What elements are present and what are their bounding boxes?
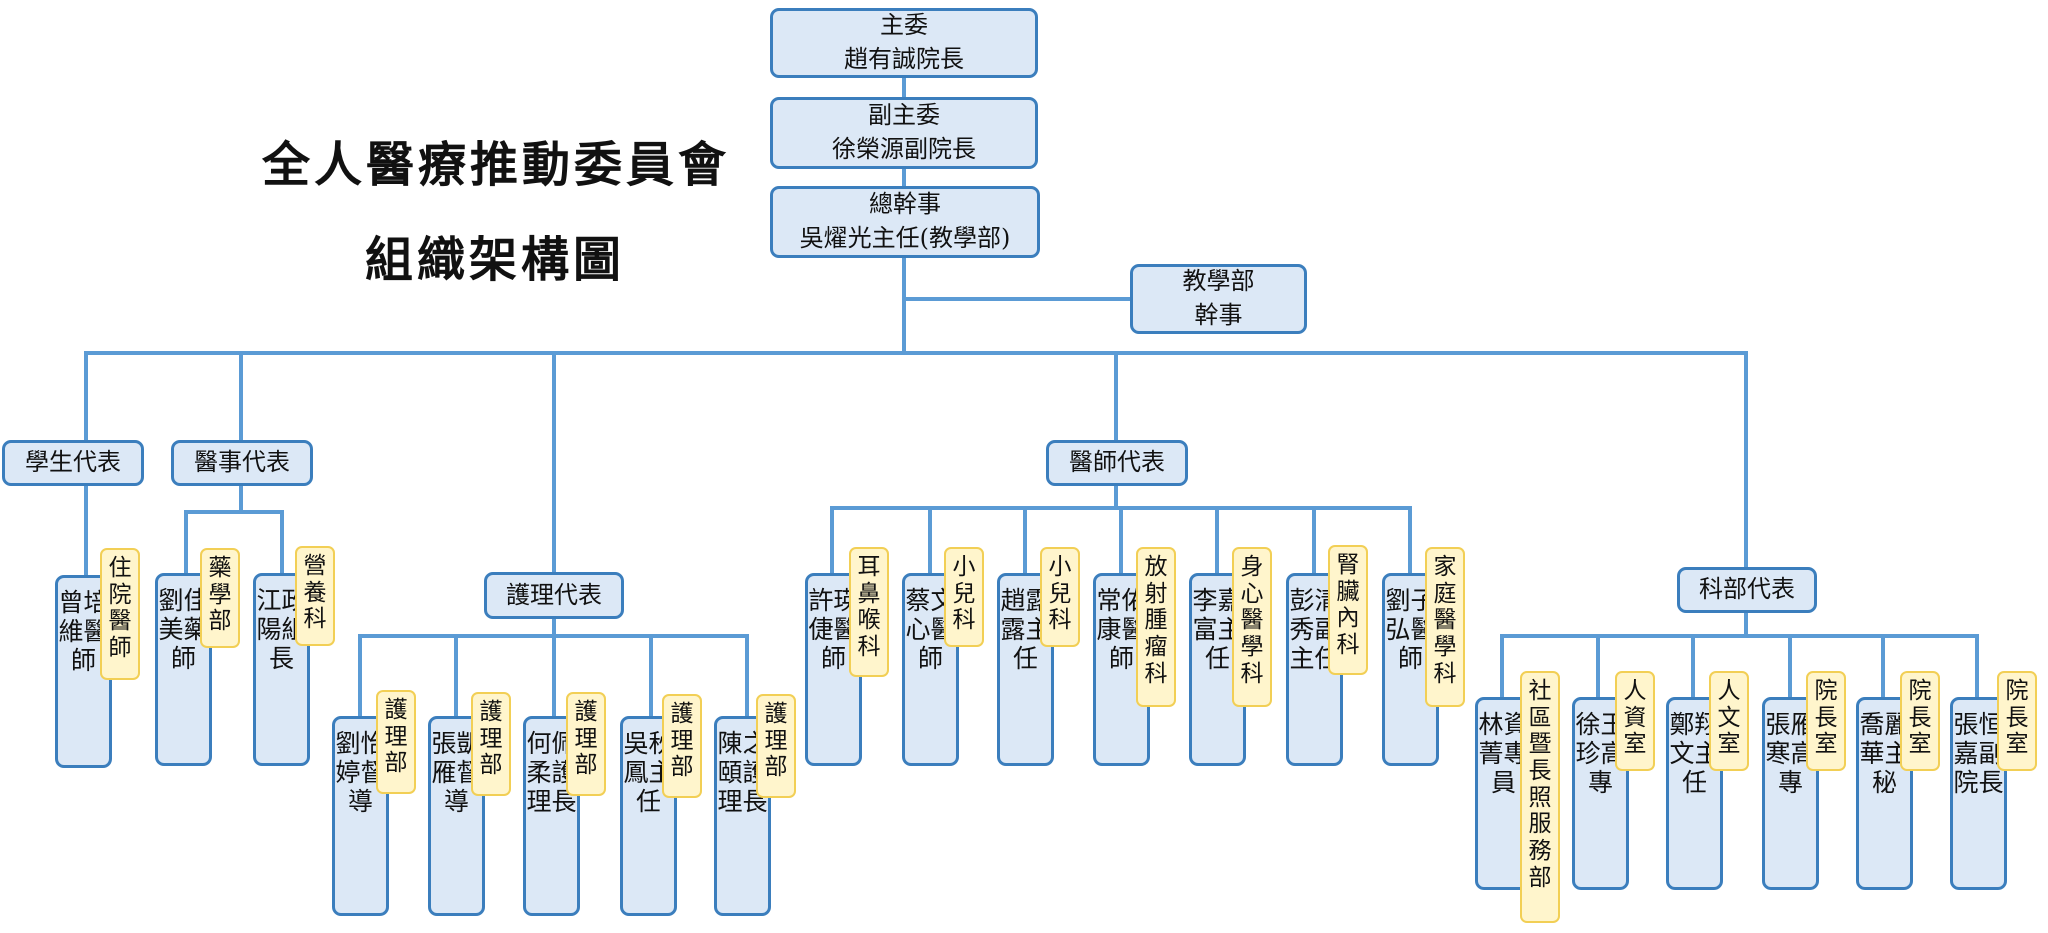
dept-tag-dept-6: 院長室 (1997, 671, 2037, 771)
dept-label: 護理部 (384, 697, 408, 777)
dept-tag-physician-7: 家庭醫學科 (1425, 547, 1465, 707)
dept-label: 耳鼻喉科 (857, 554, 881, 661)
dept-label: 院長室 (1908, 678, 1932, 758)
dept-tag-medtech-2: 營養科 (295, 546, 335, 646)
dept-tag-physician-6: 腎臟內科 (1328, 545, 1368, 675)
medtech-representative-box: 醫事代表 (171, 440, 313, 486)
member-box-nursing-3: 何佩柔護理長 (523, 716, 580, 916)
dept-tag-physician-1: 耳鼻喉科 (849, 547, 889, 677)
dept-tag-nursing-1: 護理部 (376, 690, 416, 794)
dept-tag-physician-2: 小兒科 (944, 547, 984, 647)
vice-chair-box: 副主委 徐榮源副院長 (770, 97, 1038, 169)
dept-label: 放射腫瘤科 (1144, 554, 1168, 687)
physician-representative-box: 醫師代表 (1046, 440, 1188, 486)
dept-label: 藥學部 (208, 555, 232, 635)
dept-label: 住院醫師 (108, 555, 132, 662)
dept-label: 營養科 (303, 553, 327, 633)
secretary-general-role: 總幹事 (869, 190, 941, 219)
dept-tag-nursing-2: 護理部 (471, 692, 511, 796)
secretary-general-box: 總幹事 吳燿光主任(教學部) (770, 186, 1040, 258)
dept-label: 院長室 (1814, 678, 1838, 758)
dept-tag-nursing-3: 護理部 (566, 692, 606, 796)
dept-label: 院長室 (2005, 678, 2029, 758)
vice-chair-role: 副主委 (868, 101, 940, 130)
teaching-secretary-box: 教學部 幹事 (1130, 264, 1307, 334)
dept-label: 腎臟內科 (1336, 552, 1360, 659)
chart-title-line2: 組織架構圖 (365, 232, 626, 288)
dept-label: 家庭醫學科 (1433, 554, 1457, 687)
vice-chair-name: 徐榮源副院長 (832, 135, 976, 163)
dept-label: 社區暨長照服務部 (1528, 678, 1552, 891)
member-name: 張恒嘉副院長 (1953, 710, 2004, 797)
dept-label: 小兒科 (1048, 554, 1072, 634)
dept-tag-dept-2: 人資室 (1615, 671, 1655, 771)
dept-label: 人資室 (1623, 678, 1647, 758)
teaching-secretary-line2: 幹事 (1194, 301, 1243, 329)
dept-tag-physician-5: 身心醫學科 (1232, 547, 1272, 707)
dept-label: 人文室 (1717, 678, 1741, 758)
dept-tag-physician-4: 放射腫瘤科 (1136, 547, 1176, 707)
dept-label: 小兒科 (952, 554, 976, 634)
chair-box: 主委 趙有誠院長 (770, 8, 1038, 78)
dept-tag-dept-1: 社區暨長照服務部 (1520, 671, 1560, 923)
dept-tag-dept-3: 人文室 (1709, 671, 1749, 771)
dept-label: 護理部 (670, 701, 694, 781)
dept-label: 護理部 (574, 699, 598, 779)
dept-tag-dept-5: 院長室 (1900, 671, 1940, 771)
dept-label: 護理部 (479, 699, 503, 779)
dept-tag-student-1: 住院醫師 (100, 548, 140, 680)
department-representative-box: 科部代表 (1677, 567, 1817, 613)
dept-tag-nursing-4: 護理部 (662, 694, 702, 798)
dept-tag-nursing-5: 護理部 (756, 694, 796, 798)
member-name: 徐玉珍高專 (1575, 710, 1626, 797)
dept-label: 身心醫學科 (1240, 554, 1264, 687)
dept-tag-medtech-1: 藥學部 (200, 548, 240, 648)
teaching-secretary-line1: 教學部 (1182, 267, 1255, 296)
dept-label: 護理部 (764, 701, 788, 781)
chart-title-line1: 全人醫療推動委員會 (262, 137, 731, 193)
dept-tag-dept-4: 院長室 (1806, 671, 1846, 771)
chair-name: 趙有誠院長 (844, 45, 964, 73)
dept-tag-physician-3: 小兒科 (1040, 547, 1080, 647)
secretary-general-name: 吳燿光主任(教學部) (799, 224, 1011, 252)
student-representative-box: 學生代表 (2, 440, 144, 486)
chair-role: 主委 (880, 11, 928, 40)
nursing-representative-box: 護理代表 (484, 572, 624, 619)
